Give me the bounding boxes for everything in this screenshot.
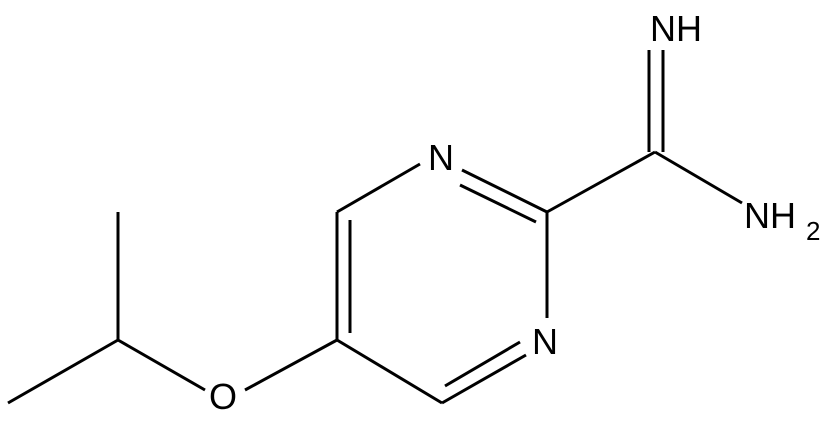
ether-o-label: O — [209, 376, 237, 417]
bond-c2-amidine — [546, 150, 656, 214]
bond-methyl-left — [7, 338, 119, 405]
ring-n-bottom-label: N — [532, 321, 558, 362]
bond-o-ring — [244, 338, 338, 392]
bond-isopropyl-o — [117, 338, 206, 392]
bond-amidine-amine — [654, 150, 743, 205]
amine-nh2-subscript: 2 — [806, 216, 820, 246]
imine-nh-label: NH — [650, 8, 702, 49]
bond-n1-c6-inner — [444, 340, 521, 388]
bond-n1-c6 — [441, 353, 527, 405]
amine-nh2-label: NH — [744, 195, 796, 236]
ring-n-top-label: N — [428, 137, 454, 178]
bond-c6-c5 — [336, 338, 443, 405]
bond-n3-c2-inner — [459, 183, 537, 224]
bond-c4-n3 — [336, 162, 421, 214]
bond-n3-c2 — [461, 168, 548, 214]
